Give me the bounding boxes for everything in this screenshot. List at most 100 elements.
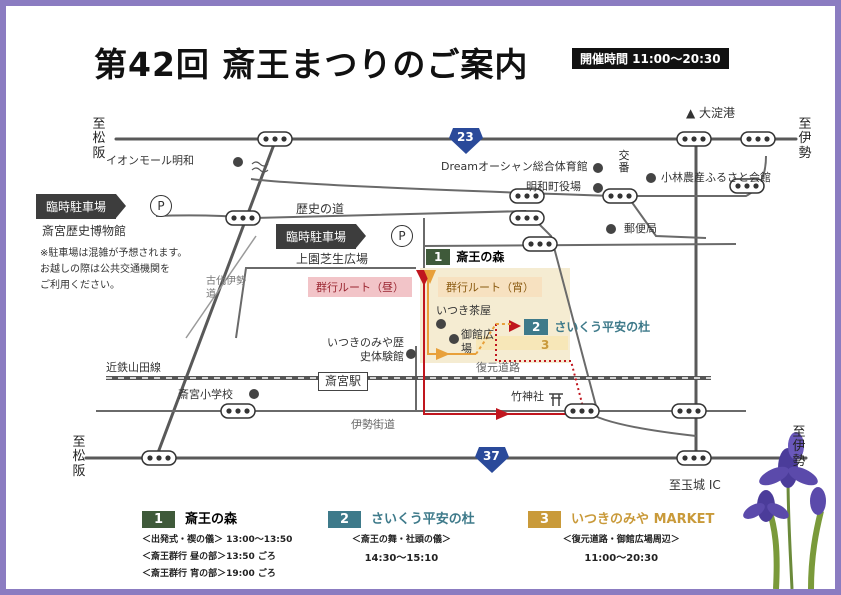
label-fukugen-road: 復元道路 [476,361,520,374]
signal-light [746,136,752,142]
road-post [630,200,707,239]
road-kamiyashiba [235,267,416,339]
route-night [427,276,511,360]
label-kamiyashiba: 上園芝生広場 [296,252,369,266]
label-post-office: 郵便局 [624,222,657,235]
label-takejinja: 竹神社 [511,390,544,403]
signal-light [537,241,543,247]
signal-light [244,408,250,414]
signal-light [515,193,521,199]
direction-oyodo-port: ▲ 大淀港 [686,106,736,120]
signal-light [588,408,594,414]
label-museum: 斎宮歴史博物館 [42,224,127,238]
label-kodai-iseji: 古代伊勢道 [206,276,246,300]
direction-matsusaka-top: 至松阪 [92,117,106,161]
label-elementary-school: 斎宮小学校 [178,388,233,401]
signal-light [515,215,521,221]
signal-light [677,408,683,414]
signal-light [764,136,770,142]
market-strip [476,336,568,350]
signal-light [235,408,241,414]
signal-light [682,455,688,461]
label-dream-ocean: Dreamオーシャン総合体育館 [441,160,588,173]
signal-light [626,193,632,199]
label-saiku-station: 斎宮駅 [318,372,369,391]
label-gokan-hiroba: 御館広場 [461,328,494,355]
signal-light [700,136,706,142]
parking-icon: P [150,195,172,217]
signal-light [533,193,539,199]
signal-light [147,455,153,461]
signal-light [524,193,530,199]
route-23-label: 23 [457,130,474,144]
label-koban: 交番 [618,149,630,175]
signal-light [272,136,278,142]
signal-light [263,136,269,142]
signal-light [608,193,614,199]
signal-light [735,183,741,189]
direction-ise-bottom: 至伊勢 [792,425,806,469]
signal-light [528,241,534,247]
signal-light [682,136,688,142]
label-city-hall: 明和町役場 [526,180,581,193]
map-canvas [84,128,826,589]
direction-matsusaka-bottom: 至松阪 [72,435,86,479]
signal-light [755,136,761,142]
parking-icon: P [391,225,413,247]
signal-light [240,215,246,221]
page-title: 第42回 斎王まつりのご案内 [94,45,529,84]
direction-ise-top: 至伊勢 [798,117,812,161]
label-ise-kaido: 伊勢街道 [351,418,395,431]
road-kodai-iseji [185,235,257,339]
signal-light [524,215,530,221]
signal-light [231,215,237,221]
parking-sign-museum: 臨時駐車場 [36,194,127,219]
signal-light [546,241,552,247]
label-aeon-mall: イオンモール明和 [106,154,194,167]
route-37-label: 37 [483,449,500,463]
signal-light [700,455,706,461]
iris-flower-icon [743,432,826,589]
route-tag-night: 群行ルート（宵） [438,277,542,297]
label-kobayashi: 小林農産ふるさと会館 [661,171,771,184]
route-37-shield [475,447,509,473]
signal-light [165,455,171,461]
signal-light [744,183,750,189]
direction-tamaki-ic: 至玉城 IC [669,478,721,492]
label-history-road: 歴史の道 [296,202,345,216]
signal-light [691,136,697,142]
route-tag-day: 群行ルート（昼） [308,277,412,297]
signal-light [695,408,701,414]
signal-light [533,215,539,221]
parking-sign-kamiyashiba: 臨時駐車場 [276,224,367,249]
route-day [423,281,585,420]
signal-light [226,408,232,414]
road-west-diagonal [154,137,278,460]
signal-light [617,193,623,199]
route-23-shield [449,128,483,154]
signal-light [579,408,585,414]
start-marker-night [424,270,436,284]
poi-dots [233,157,656,399]
parking-note: ※駐車場は混雑が予想されます。 お越しの際は公共交通機関を ご利用ください。 [40,248,188,291]
label-rekishi-taikenkan: いつきのみや歴史体験館 [327,336,404,363]
signal-light [691,455,697,461]
opening-hours-badge: 開催時間 11:00〜20:30 [572,48,729,69]
wave-symbol [251,161,269,173]
signal-light [249,215,255,221]
road-mori [423,243,737,247]
torii-icon [549,393,563,406]
signal-light [156,455,162,461]
signal-light [281,136,287,142]
signal-light [753,183,759,189]
signal-light [570,408,576,414]
label-kintetsu-line: 近鉄山田線 [106,361,161,374]
traffic-signals [141,131,776,466]
signal-light [686,408,692,414]
